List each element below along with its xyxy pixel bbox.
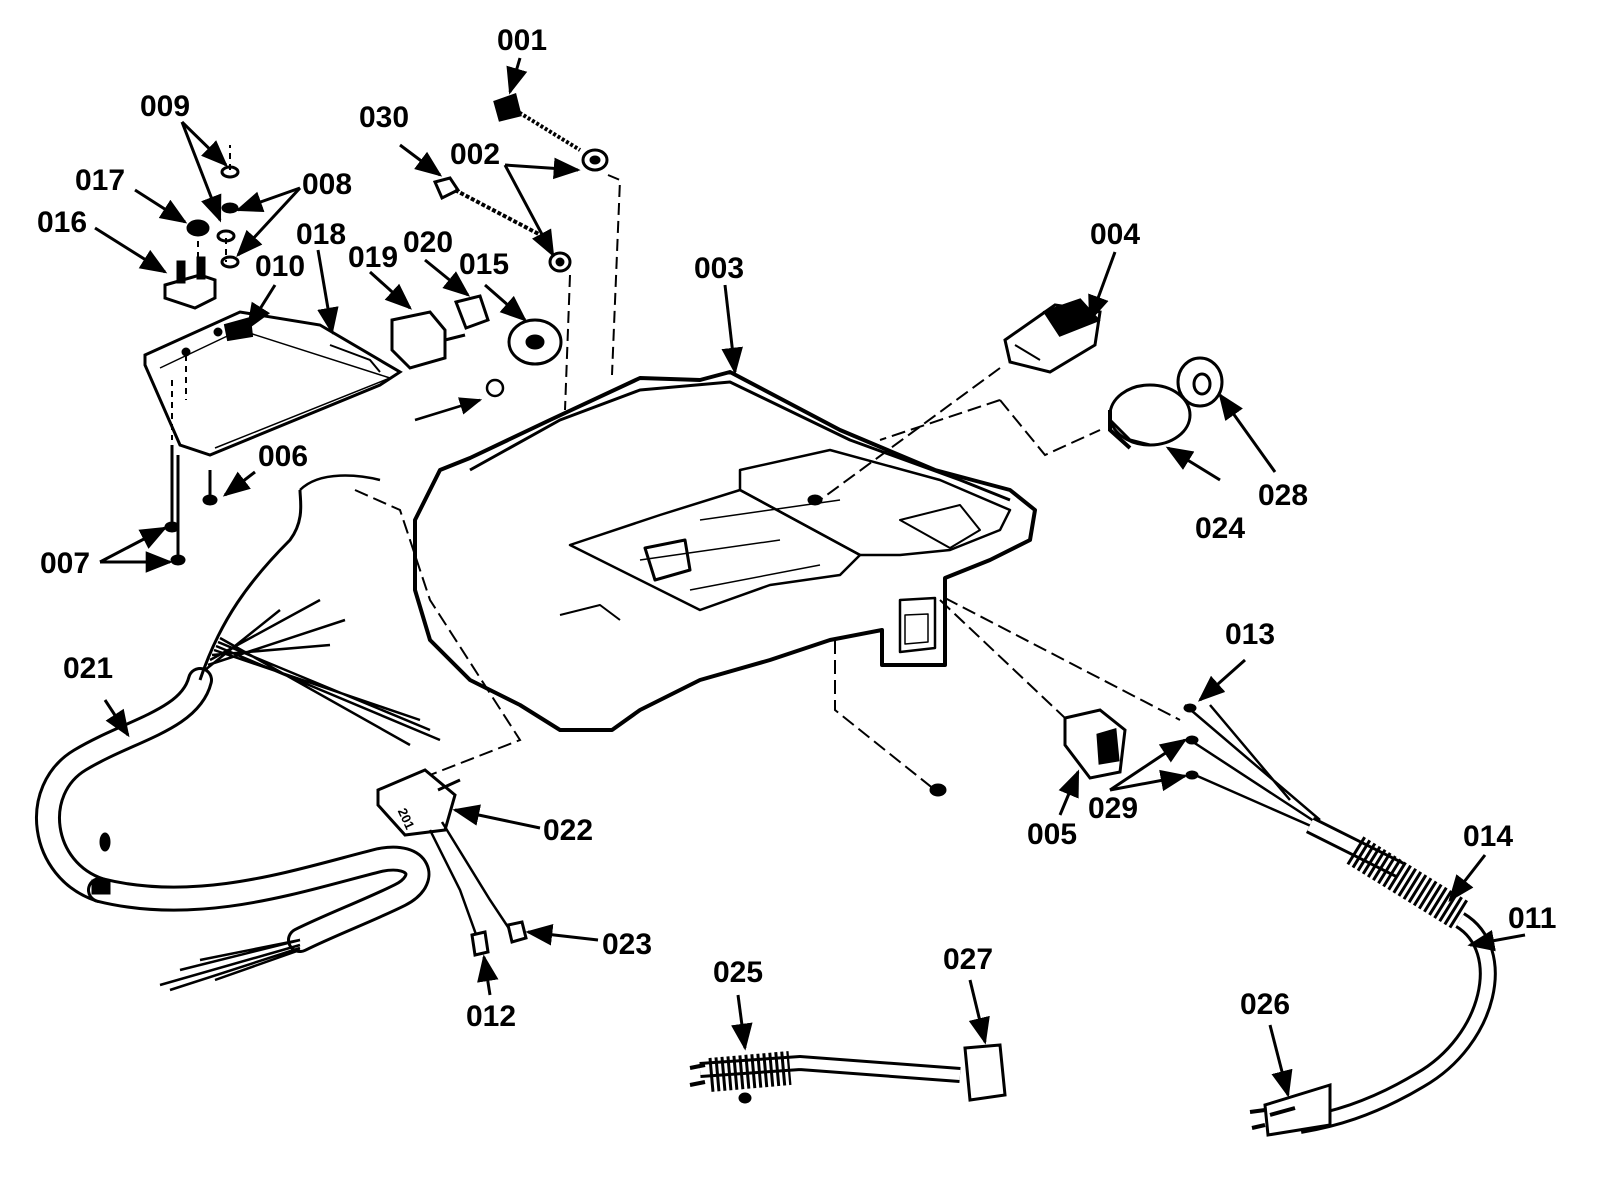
screws-001-030 [432, 93, 622, 411]
extension-cord-025 [689, 1043, 1007, 1104]
leader-arrows [94, 57, 1526, 1098]
part-label-006: 006 [258, 440, 309, 473]
part-label-004: 004 [1090, 218, 1141, 251]
part-label-013: 013 [1225, 618, 1276, 651]
switch-005 [834, 599, 1127, 797]
part-label-010: 010 [255, 250, 306, 283]
part-label-003: 003 [694, 252, 745, 285]
part-label-016: 016 [37, 206, 88, 239]
part-label-017: 017 [75, 164, 126, 197]
part-label-002: 002 [450, 138, 501, 171]
terminal-block-016 [163, 256, 217, 310]
mounting-plate-018 [143, 310, 403, 457]
part-label-008: 008 [302, 168, 353, 201]
part-label-001: 001 [497, 24, 548, 57]
part-label-007: 007 [40, 547, 91, 580]
housing-003 [413, 370, 1037, 732]
small-hardware [186, 145, 240, 278]
lamp-024-ring-028 [879, 356, 1224, 457]
part-label-021: 021 [63, 652, 114, 685]
part-label-005: 005 [1027, 818, 1078, 851]
part-label-024: 024 [1195, 512, 1246, 545]
part-label-018: 018 [296, 218, 347, 251]
part-label-022: 022 [543, 814, 594, 847]
part-label-015: 015 [459, 248, 510, 281]
part-label-014: 014 [1463, 820, 1514, 853]
part-label-028: 028 [1258, 479, 1309, 512]
part-label-030: 030 [359, 101, 410, 134]
wire-harness-021 [35, 474, 522, 992]
part-label-023: 023 [602, 928, 653, 961]
part-label-011: 011 [1508, 902, 1557, 935]
part-label-027: 027 [943, 943, 994, 976]
part-label-026: 026 [1240, 988, 1291, 1021]
part-label-025: 025 [713, 956, 764, 989]
screws-006-007 [164, 355, 218, 566]
toggle-switch-022: 201 [376, 768, 528, 957]
power-cord-011 [944, 597, 1497, 1137]
part-label-019: 019 [348, 241, 399, 274]
part-label-029: 029 [1088, 792, 1139, 825]
rocker-switch-004 [807, 298, 1102, 506]
switch-019-group [390, 294, 563, 422]
part-label-009: 009 [140, 90, 191, 123]
part-label-012: 012 [466, 1000, 517, 1033]
part-label-020: 020 [403, 226, 454, 259]
